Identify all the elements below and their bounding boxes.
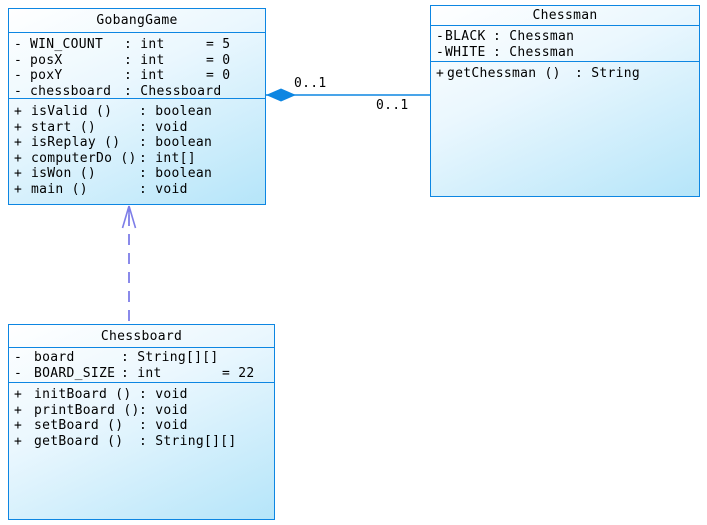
visibility-symbol: +	[14, 387, 23, 402]
member-name: WHITE	[445, 44, 486, 60]
class-title: Chessboard	[9, 325, 274, 348]
member-name: BOARD_SIZE	[34, 365, 116, 381]
member-type: : boolean	[139, 135, 213, 150]
class-box-chessman[interactable]: Chessman - BLACK : Chessman - WHITE : Ch…	[430, 5, 700, 197]
visibility-symbol: +	[14, 104, 23, 119]
member-type: : int	[124, 52, 165, 68]
visibility-symbol: -	[14, 52, 23, 68]
member-row: + isReplay () : boolean	[9, 135, 265, 151]
visibility-symbol: -	[14, 365, 23, 381]
class-box-gobanggame[interactable]: GobangGame - WIN_COUNT : int = 5 - posX …	[8, 8, 266, 205]
visibility-symbol: +	[14, 433, 23, 449]
member-name: getBoard ()	[34, 433, 124, 449]
member-row: + start () : void	[9, 120, 265, 136]
member-type: : Chessboard	[124, 83, 222, 99]
attributes-compartment: - BLACK : Chessman - WHITE : Chessman	[431, 26, 699, 62]
member-row: - poxY : int = 0	[9, 68, 265, 84]
member-type: : boolean	[139, 104, 213, 119]
member-name: computerDo ()	[31, 150, 137, 166]
member-row: - WHITE : Chessman	[431, 45, 699, 61]
member-type: : String	[575, 66, 641, 81]
member-name: isWon ()	[31, 166, 97, 181]
member-name: start ()	[31, 119, 97, 135]
member-name: getChessman ()	[447, 66, 561, 81]
member-type: : boolean	[139, 166, 213, 181]
member-value: = 0	[206, 68, 231, 83]
member-type: : int[]	[139, 150, 196, 166]
member-type: : void	[139, 402, 188, 418]
methods-compartment: + getChessman () : String	[431, 62, 699, 82]
class-box-chessboard[interactable]: Chessboard - board : String[][] - BOARD_…	[8, 324, 275, 520]
multiplicity-label-near-diamond: 0..1	[294, 76, 327, 91]
visibility-symbol: +	[14, 181, 23, 197]
member-name: BLACK	[445, 29, 486, 44]
member-type: : Chessman	[493, 44, 575, 60]
member-name: WIN_COUNT	[30, 37, 104, 52]
member-row: + computerDo () : int[]	[9, 151, 265, 167]
member-row: + setBoard () : void	[9, 418, 274, 434]
member-type: : Chessman	[493, 29, 575, 44]
member-row: - board : String[][]	[9, 350, 274, 366]
member-type: : String[][]	[139, 433, 237, 449]
member-name: initBoard ()	[34, 387, 132, 402]
member-type: : void	[139, 418, 188, 433]
methods-compartment: + initBoard () : void + printBoard () : …	[9, 383, 274, 449]
visibility-symbol: +	[14, 166, 23, 181]
visibility-symbol: +	[14, 418, 23, 433]
member-row: + initBoard () : void	[9, 387, 274, 403]
visibility-symbol: -	[436, 29, 445, 44]
member-row: - chessboard : Chessboard	[9, 84, 265, 100]
member-name: isReplay ()	[31, 135, 121, 150]
member-value: = 0	[206, 52, 231, 68]
member-row: + getBoard () : String[][]	[9, 434, 274, 450]
member-type: : int	[124, 68, 165, 83]
member-type: : int	[121, 365, 162, 381]
visibility-symbol: +	[14, 402, 23, 418]
member-row: - WIN_COUNT : int = 5	[9, 37, 265, 53]
member-type: : void	[139, 119, 188, 135]
visibility-symbol: +	[436, 66, 445, 81]
member-row: - posX : int = 0	[9, 53, 265, 69]
visibility-symbol: -	[14, 83, 23, 99]
member-name: printBoard ()	[34, 402, 140, 418]
member-row: + isValid () : boolean	[9, 104, 265, 120]
member-row: + main () : void	[9, 182, 265, 198]
member-value: = 22	[222, 365, 255, 381]
attributes-compartment: - board : String[][] - BOARD_SIZE : int …	[9, 348, 274, 383]
member-name: posX	[30, 52, 63, 68]
member-type: : void	[139, 387, 188, 402]
member-name: main ()	[31, 181, 88, 197]
member-row: + isWon () : boolean	[9, 166, 265, 182]
visibility-symbol: +	[14, 135, 23, 150]
member-type: : void	[139, 181, 188, 197]
member-row: + getChessman () : String	[431, 66, 699, 82]
member-name: chessboard	[30, 83, 112, 99]
member-row: - BOARD_SIZE : int = 22	[9, 366, 274, 382]
attributes-compartment: - WIN_COUNT : int = 5 - posX : int = 0 -…	[9, 33, 265, 99]
visibility-symbol: -	[14, 350, 23, 365]
visibility-symbol: +	[14, 150, 23, 166]
member-value: = 5	[206, 37, 231, 52]
visibility-symbol: -	[436, 44, 445, 60]
methods-compartment: + isValid () : boolean + start () : void…	[9, 99, 265, 197]
member-row: + printBoard () : void	[9, 403, 274, 419]
member-row: - BLACK : Chessman	[431, 29, 699, 45]
member-name: poxY	[30, 68, 63, 83]
member-name: board	[34, 350, 75, 365]
dependency-arrowhead-icon	[121, 205, 137, 229]
class-title: GobangGame	[9, 9, 265, 33]
member-type: : int	[124, 37, 165, 52]
visibility-symbol: +	[14, 119, 23, 135]
class-title: Chessman	[431, 6, 699, 26]
multiplicity-label-far: 0..1	[376, 98, 409, 113]
visibility-symbol: -	[14, 37, 23, 52]
visibility-symbol: -	[14, 68, 23, 83]
member-name: isValid ()	[31, 104, 113, 119]
composition-diamond-icon[interactable]	[266, 88, 296, 102]
member-name: setBoard ()	[34, 418, 124, 433]
member-type: : String[][]	[121, 350, 219, 365]
